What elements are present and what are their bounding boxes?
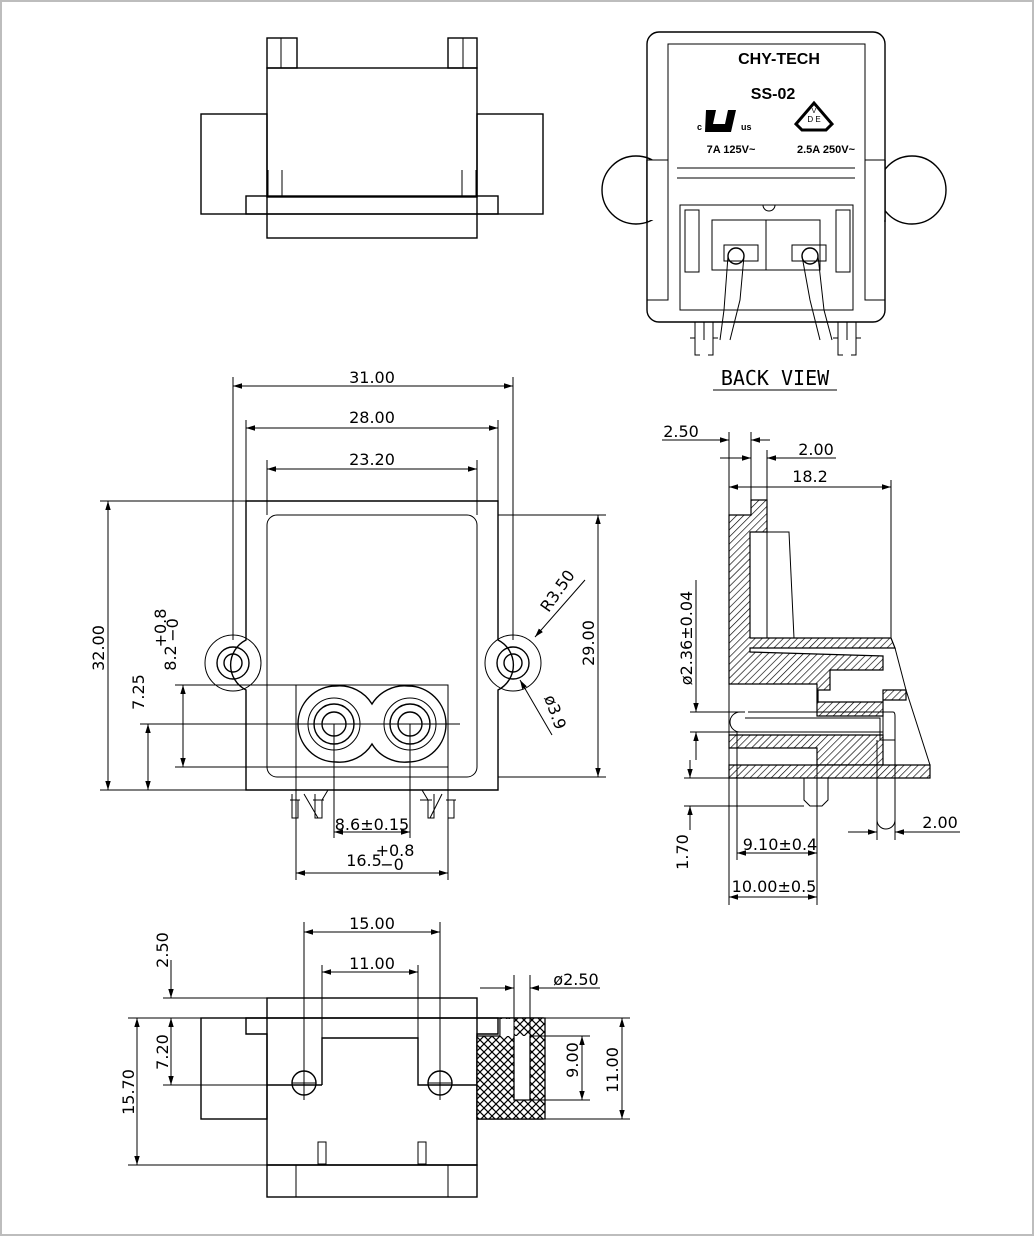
dim-2-00-right: 2.00 (922, 813, 958, 832)
brand-label: CHY-TECH (738, 51, 820, 68)
svg-text:us: us (741, 122, 752, 132)
model-label: SS-02 (751, 86, 796, 103)
dim-phi3-9: ø3.9 (540, 692, 570, 732)
dim-8-2: 8.2 (161, 645, 180, 670)
dim-16-5: 16.5 (346, 851, 382, 870)
dim-11-00-right: 11.00 (603, 1047, 622, 1093)
side-view (728, 499, 931, 830)
dim-31: 31.00 (349, 368, 395, 387)
dim-9-10: 9.10±0.4 (743, 835, 817, 854)
dim-10-00: 10.00±0.5 (732, 877, 817, 896)
svg-text:D E: D E (807, 115, 820, 124)
bottom-view-dimensions (128, 922, 630, 1166)
dim-r3-5: R3.50 (536, 566, 578, 615)
front-view-dimensions (100, 377, 606, 880)
rating-left-label: 7A 125V~ (707, 144, 756, 156)
svg-text:c: c (697, 122, 702, 132)
dim-2-50-side: 2.50 (663, 422, 699, 441)
dim-2-50-bottom: 2.50 (153, 932, 172, 968)
dim-15-70: 15.70 (119, 1069, 138, 1115)
bottom-view (200, 997, 546, 1198)
back-view-caption: BACK VIEW (721, 366, 830, 390)
dim-28: 28.00 (349, 408, 395, 427)
dim-2-00-top: 2.00 (798, 440, 834, 459)
dim-8-2-tol-plus: +0.8 (151, 609, 170, 648)
dim-8-6: 8.6±0.15 (335, 815, 409, 834)
dim-16-5-tol-plus: +0.8 (376, 841, 415, 860)
dim-32: 32.00 (89, 625, 108, 671)
dim-7-25: 7.25 (129, 674, 148, 710)
vde-mark-icon: D E V (793, 100, 835, 132)
dim-29: 29.00 (579, 620, 598, 666)
dim-8-2-tol-minus: −0 (163, 618, 182, 642)
front-view (204, 500, 542, 819)
dim-15-00: 15.00 (349, 914, 395, 933)
ul-mark-icon: c us (697, 110, 752, 132)
top-view (200, 37, 544, 239)
dim-9-00: 9.00 (563, 1042, 582, 1078)
back-view: CHY-TECH SS-02 c us D E V 7A 125V~ 2.5A … (601, 31, 947, 356)
rating-right-label: 2.5A 250V~ (797, 144, 856, 156)
svg-text:V: V (812, 108, 817, 115)
dim-16-5-tol-minus: −0 (380, 855, 404, 874)
dim-phi2-50: ø2.50 (553, 970, 598, 989)
side-view-dimensions (662, 432, 960, 905)
dim-phi2-36: ø2.36±0.04 (677, 591, 696, 685)
dim-23-2: 23.20 (349, 450, 395, 469)
dim-18-2: 18.2 (792, 467, 828, 486)
dim-11-00-top: 11.00 (349, 954, 395, 973)
dim-7-20: 7.20 (153, 1034, 172, 1070)
dim-1-70: 1.70 (673, 834, 692, 870)
